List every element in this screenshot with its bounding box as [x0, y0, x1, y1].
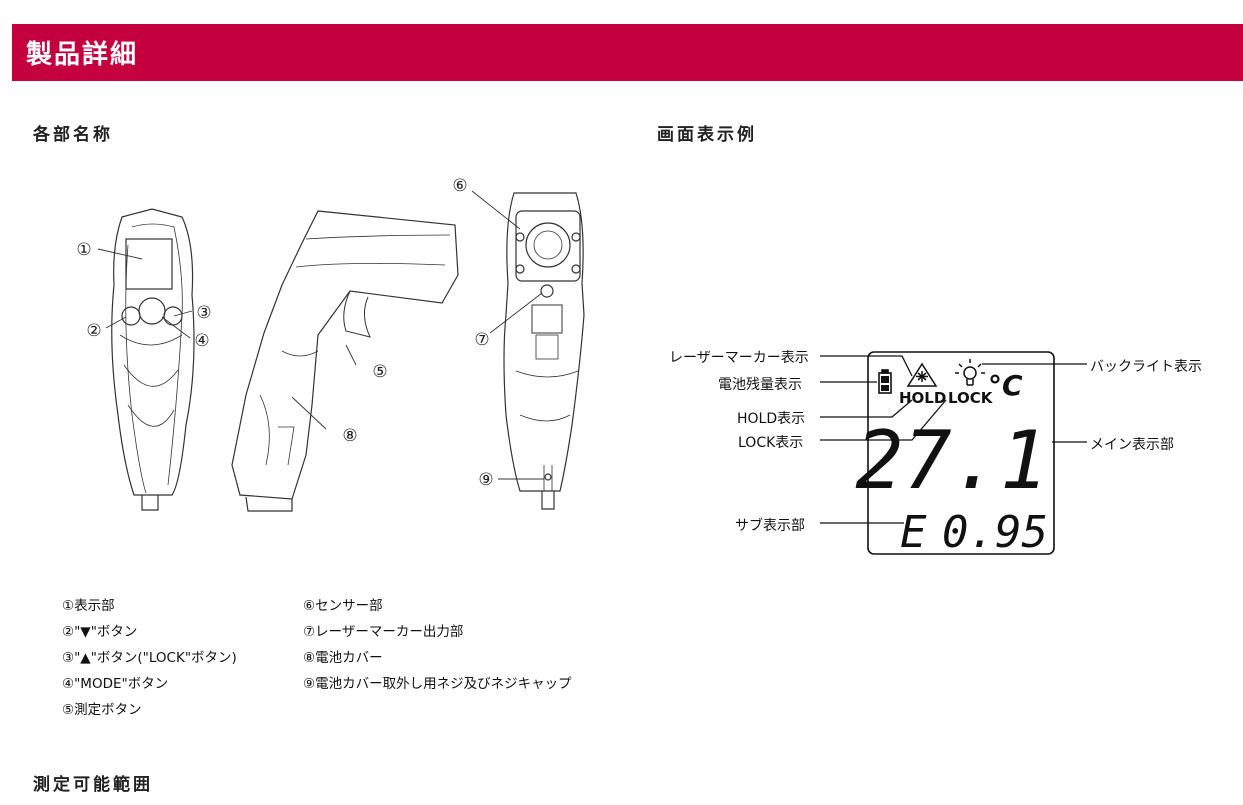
legend-item-9: ⑨電池カバー取外し用ネジ及びネジキャップ	[303, 676, 572, 692]
section-title-range: 測定可能範囲	[33, 775, 153, 795]
marker-5: ⑤	[372, 362, 387, 382]
legend-item-1: ①表示部	[62, 598, 115, 614]
legend-item-3: ③"▲"ボタン("LOCK"ボタン)	[62, 650, 237, 666]
marker-6: ⑥	[452, 176, 467, 196]
lcd-frame	[867, 351, 1055, 555]
callout-sub: サブ表示部	[735, 518, 805, 534]
lcd-hold: HOLD	[899, 389, 946, 407]
marker-3: ③	[196, 303, 211, 323]
legend-item-4: ④"MODE"ボタン	[62, 676, 169, 692]
side-view	[231, 210, 459, 512]
lcd-unit: °C	[988, 369, 1023, 402]
marker-2: ②	[86, 321, 101, 341]
page-title: 製品詳細	[26, 40, 139, 70]
section-title-display: 画面表示例	[657, 125, 757, 145]
callout-lock: LOCK表示	[738, 435, 804, 451]
lcd-sub-mode: E	[900, 507, 927, 558]
laser-marker-icon	[906, 362, 938, 387]
marker-9: ⑨	[478, 470, 493, 490]
battery-icon	[878, 369, 892, 394]
legend-item-6: ⑥センサー部	[303, 598, 383, 614]
callout-main: メイン表示部	[1090, 437, 1174, 453]
lcd-main-value: 27.1	[855, 414, 1048, 507]
front-view	[111, 208, 195, 511]
legend-item-7: ⑦レーザーマーカー出力部	[303, 624, 464, 640]
lcd-diagram: °C HOLD LOCK 27.1 E 0.95	[820, 351, 1087, 558]
legend-item-5: ⑤測定ボタン	[62, 702, 142, 718]
callout-hold: HOLD表示	[737, 411, 806, 427]
thermometer-diagram: ① ② ③ ④ ⑤ ⑥ ⑦ ⑧ ⑨	[76, 176, 585, 512]
callout-laser: レーザーマーカー表示	[669, 350, 809, 366]
section-title-parts: 各部名称	[33, 125, 113, 145]
marker-4: ④	[194, 331, 209, 351]
callout-backlight: バックライト表示	[1090, 359, 1202, 375]
marker-7: ⑦	[474, 330, 489, 350]
legend-item-2: ②"▼"ボタン	[62, 624, 138, 640]
legend-item-8: ⑧電池カバー	[303, 650, 383, 666]
marker-1: ①	[76, 240, 91, 260]
lcd-lock: LOCK	[948, 389, 994, 407]
callout-battery: 電池残量表示	[718, 377, 802, 393]
marker-8: ⑧	[342, 426, 357, 446]
header-bar: 製品詳細	[12, 24, 1243, 81]
lcd-leader-lines	[820, 355, 1087, 524]
backlight-icon	[955, 359, 985, 386]
back-view	[503, 192, 585, 510]
lcd-sub-value: 0.95	[942, 507, 1048, 558]
leader-lines	[97, 190, 544, 480]
